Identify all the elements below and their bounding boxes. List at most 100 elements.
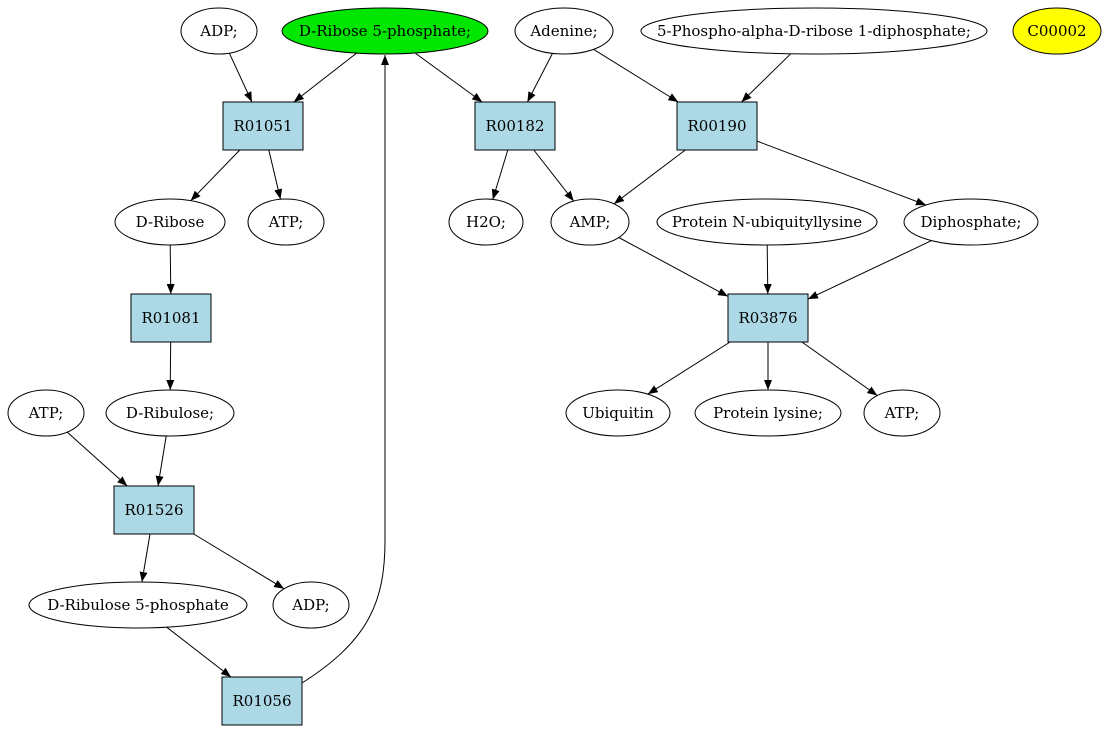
reaction-label: R01056 — [232, 692, 291, 710]
edge-r01051-to-d_ribose — [190, 149, 241, 202]
compound-ellipse — [656, 198, 878, 246]
compound-ellipse — [272, 581, 350, 629]
edge-ribose5p-to-r00182 — [414, 52, 483, 103]
reaction-label: R01526 — [124, 501, 183, 519]
compound-node-prot_lys[interactable]: Protein lysine; — [694, 389, 842, 437]
compound-node-diphosphate[interactable]: Diphosphate; — [903, 198, 1039, 246]
compound-ellipse — [903, 198, 1039, 246]
edge-ribose5p-to-r01051 — [293, 52, 357, 103]
edges — [66, 48, 932, 684]
compound-ellipse — [1012, 7, 1102, 55]
compound-label: D-Ribulose; — [126, 404, 214, 422]
compound-label: ATP; — [268, 213, 304, 231]
compound-node-d_ribulose[interactable]: D-Ribulose; — [105, 389, 235, 437]
compound-ellipse — [448, 198, 524, 246]
compound-node-h2o[interactable]: H2O; — [448, 198, 524, 246]
compound-label: ADP; — [291, 596, 329, 614]
reaction-label: R03876 — [738, 309, 797, 327]
edge-atp_2-to-r01526 — [66, 431, 128, 487]
compound-label: Protein N-ubiquityllysine — [672, 213, 862, 231]
edge-r00182-to-amp — [533, 149, 575, 202]
compound-ellipse — [247, 198, 325, 246]
compound-ellipse — [640, 7, 988, 55]
compound-ellipse — [180, 7, 258, 55]
compound-node-prpp[interactable]: 5-Phospho-alpha-D-ribose 1-diphosphate; — [640, 7, 988, 55]
reaction-box — [474, 101, 556, 151]
compound-node-atp_2[interactable]: ATP; — [7, 389, 85, 437]
edge-d_ribulose-to-r01526 — [155, 435, 167, 487]
compound-ellipse — [694, 389, 842, 437]
reaction-box — [130, 293, 212, 343]
compound-label: Protein lysine; — [713, 404, 823, 422]
compound-node-ubiquitin[interactable]: Ubiquitin — [565, 389, 671, 437]
compound-node-atp_3[interactable]: ATP; — [863, 389, 941, 437]
reaction-node-r00190[interactable]: R00190 — [676, 101, 758, 151]
reaction-label: R01051 — [233, 117, 292, 135]
compound-node-d_ribose[interactable]: D-Ribose — [114, 198, 226, 246]
compound-node-prot_ub[interactable]: Protein N-ubiquityllysine — [656, 198, 878, 246]
compound-label: ADP; — [199, 22, 237, 40]
reaction-box — [113, 485, 195, 535]
compound-label: Ubiquitin — [582, 404, 654, 422]
compound-label: D-Ribose 5-phosphate; — [299, 22, 471, 40]
compound-node-adp_top[interactable]: ADP; — [180, 7, 258, 55]
compound-ellipse — [28, 581, 248, 629]
reaction-node-r00182[interactable]: R00182 — [474, 101, 556, 151]
edge-prot_ub-to-r03876 — [763, 244, 772, 295]
edge-r03876-to-atp_3 — [801, 341, 878, 396]
edge-r03876-to-ubiquitin — [647, 341, 731, 395]
edge-r00182-to-h2o — [491, 149, 509, 200]
compound-ellipse — [550, 198, 630, 246]
compound-ellipse — [105, 389, 235, 437]
reaction-label: R01081 — [141, 309, 200, 327]
edge-r00190-to-diphosphate — [756, 140, 927, 206]
reaction-label: R00182 — [485, 117, 544, 135]
compound-label: 5-Phospho-alpha-D-ribose 1-diphosphate; — [657, 22, 971, 40]
compound-node-adp_2[interactable]: ADP; — [272, 581, 350, 629]
reaction-box — [221, 676, 303, 726]
compound-ellipse — [7, 389, 85, 437]
reaction-node-r01051[interactable]: R01051 — [222, 101, 304, 151]
compound-ellipse — [114, 198, 226, 246]
compound-node-ribulose5p[interactable]: D-Ribulose 5-phosphate — [28, 581, 248, 629]
edge-d_ribose-to-r01081 — [166, 244, 175, 295]
reaction-node-r01056[interactable]: R01056 — [221, 676, 303, 726]
edge-adp_top-to-r01051 — [228, 52, 253, 103]
nodes: ADP; D-Ribose 5-phosphate; Adenine; 5-Phosp… — [7, 7, 1102, 726]
compound-label: Diphosphate; — [921, 213, 1022, 231]
compound-ellipse — [565, 389, 671, 437]
edge-r00190-to-amp — [613, 149, 686, 205]
compound-label: ATP; — [884, 404, 920, 422]
edge-ribulose5p-to-r01056 — [166, 626, 232, 678]
edge-amp-to-r03876 — [618, 237, 729, 297]
compound-ellipse — [514, 7, 614, 55]
compound-node-c00002[interactable]: C00002 — [1012, 7, 1102, 55]
reaction-node-r01081[interactable]: R01081 — [130, 293, 212, 343]
compound-node-ribose5p[interactable]: D-Ribose 5-phosphate; — [281, 7, 489, 55]
edge-diphosphate-to-r03876 — [807, 240, 932, 300]
compound-label: AMP; — [569, 213, 611, 231]
compound-ellipse — [281, 7, 489, 55]
edge-adenine-to-r00190 — [593, 48, 679, 103]
reaction-label: R00190 — [687, 117, 746, 135]
compound-node-atp_1[interactable]: ATP; — [247, 198, 325, 246]
edge-r01526-to-adp_2 — [193, 533, 285, 590]
reaction-box — [727, 293, 809, 343]
compound-label: ATP; — [28, 404, 64, 422]
compound-node-adenine[interactable]: Adenine; — [514, 7, 614, 55]
reaction-box — [676, 101, 758, 151]
reaction-node-r03876[interactable]: R03876 — [727, 293, 809, 343]
edge-r01051-to-atp_1 — [268, 149, 283, 200]
compound-label: C00002 — [1027, 22, 1086, 40]
edge-r01056-to-ribose5p — [301, 55, 389, 684]
compound-node-amp[interactable]: AMP; — [550, 198, 630, 246]
compound-label: H2O; — [466, 213, 506, 231]
edge-adenine-to-r00182 — [526, 53, 553, 103]
compound-label: D-Ribose — [136, 213, 205, 231]
compound-label: Adenine; — [529, 22, 597, 40]
compound-label: D-Ribulose 5-phosphate — [47, 596, 229, 614]
reaction-box — [222, 101, 304, 151]
edge-r01526-to-ribulose5p — [139, 533, 151, 583]
reaction-node-r01526[interactable]: R01526 — [113, 485, 195, 535]
